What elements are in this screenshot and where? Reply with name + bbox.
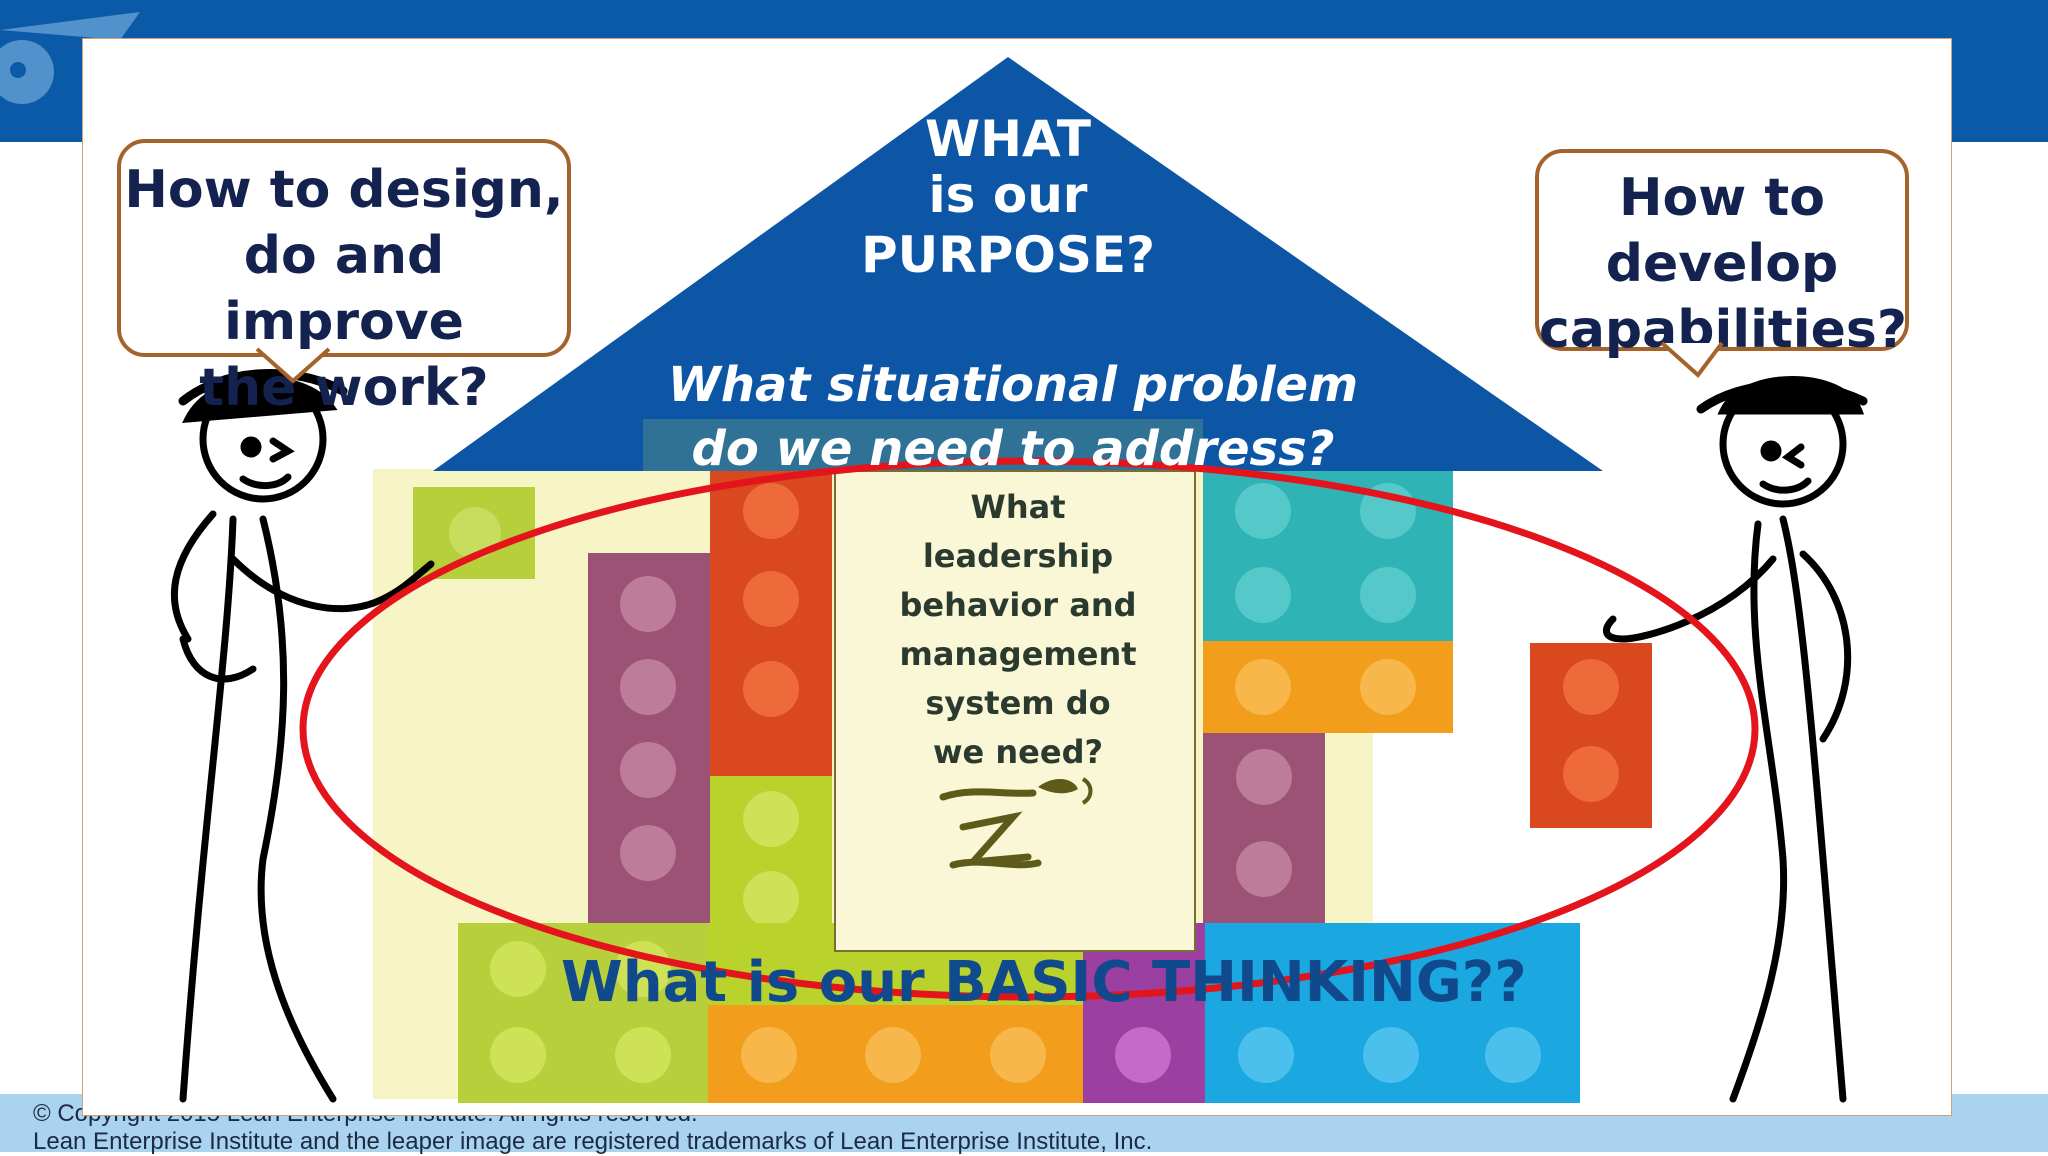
house-diagram <box>170 57 1868 1103</box>
center-question: What leadership behavior and management … <box>853 483 1183 777</box>
bubble-line: capabilities? <box>1539 300 1907 360</box>
leaper-runner-icon <box>939 777 1093 869</box>
bubble-line: the work? <box>199 358 489 418</box>
trademark-line: Lean Enterprise Institute and the leaper… <box>33 1128 1153 1155</box>
bubble-left-tail <box>255 347 331 384</box>
center-line: What <box>970 488 1066 526</box>
center-line: we need? <box>932 733 1104 771</box>
foundation-prefix: What is our <box>561 950 945 1015</box>
roof-purpose: PURPOSE? <box>860 226 1156 284</box>
roof-question-2: do we need to address? <box>691 421 1335 477</box>
roof-question-1: What situational problem <box>667 357 1359 413</box>
bubble-line: How to design, <box>124 160 564 220</box>
bubble-line: develop <box>1605 234 1839 294</box>
bubble-line: do and improve <box>224 226 464 352</box>
roof-triangle <box>433 57 1603 471</box>
center-paper <box>834 470 1196 952</box>
center-line: system do <box>925 684 1111 722</box>
speech-bubble-right: How to develop capabilities? <box>1535 149 1909 360</box>
leaper-logo-icon <box>0 12 140 104</box>
highlight-ellipse <box>299 457 1759 1001</box>
foundation-emphasis: BASIC THINKING?? <box>944 950 1527 1015</box>
bubble-right-text: How to develop capabilities? <box>1539 165 1907 363</box>
foundation-question: What is our BASIC THINKING?? <box>561 951 1527 1015</box>
diagram-slide: WHAT is our PURPOSE? What situational pr… <box>82 38 1952 1116</box>
bubble-right-tail <box>1660 341 1724 378</box>
roof-what: WHAT <box>925 110 1091 168</box>
center-line: behavior and <box>899 586 1137 624</box>
speech-bubble-left: How to design, do and improve the work? <box>117 139 571 418</box>
bubble-left-text: How to design, do and improve the work? <box>121 157 567 421</box>
stick-figure-right <box>1603 376 1868 1103</box>
stick-figure-left <box>170 369 435 1103</box>
bubble-line: How to <box>1619 168 1825 228</box>
lego-blocks <box>413 471 1652 1103</box>
center-line: leadership <box>922 537 1114 575</box>
roof-is-our: is our <box>928 166 1088 224</box>
center-line: management <box>899 635 1137 673</box>
